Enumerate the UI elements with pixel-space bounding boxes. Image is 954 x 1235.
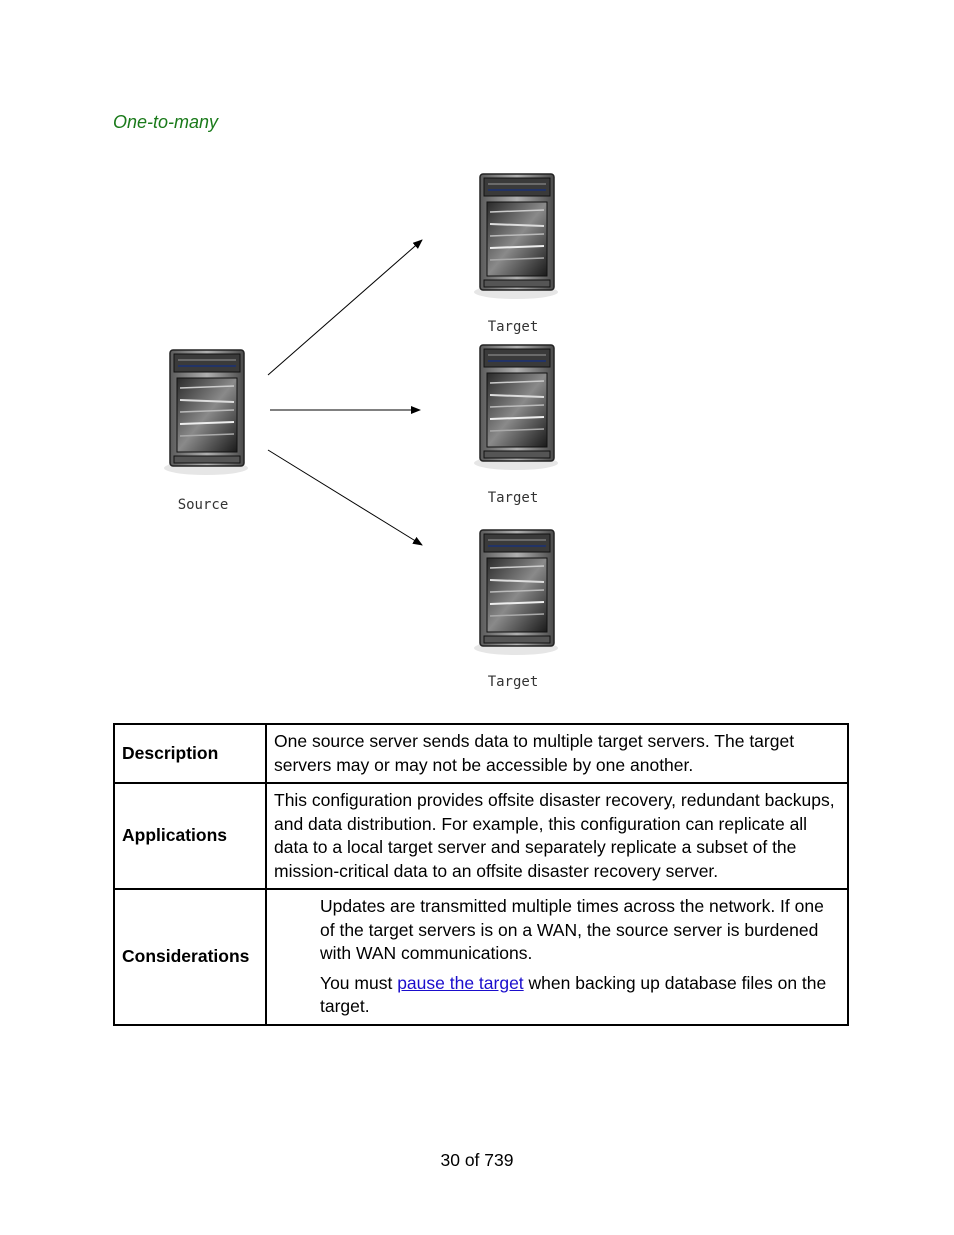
pause-target-link[interactable]: pause the target	[397, 972, 524, 993]
configuration-table: Description One source server sends data…	[113, 723, 849, 1026]
consideration-text: You must	[320, 972, 398, 993]
page-number: 30 of 739	[440, 1150, 514, 1170]
consideration-item: You must pause the target when backing u…	[320, 972, 840, 1019]
table-row: Description One source server sends data…	[113, 723, 849, 784]
target-label: Target	[488, 319, 539, 335]
replication-arrow	[267, 449, 423, 546]
source-label: Source	[178, 497, 229, 513]
row-key-description: Description	[113, 723, 267, 784]
row-key-applications: Applications	[113, 782, 267, 890]
target-server-icon	[473, 529, 559, 656]
table-row: Applications This configuration provides…	[113, 782, 849, 890]
target-server-icon	[473, 344, 559, 471]
target-label: Target	[488, 674, 539, 690]
row-value-considerations: Updates are transmitted multiple times a…	[265, 888, 849, 1026]
row-key-considerations: Considerations	[113, 888, 267, 1026]
table-row: Considerations Updates are transmitted m…	[113, 888, 849, 1026]
source-server-icon	[163, 349, 249, 476]
considerations-list: Updates are transmitted multiple times a…	[274, 895, 840, 1019]
one-to-many-diagram: Source Target Target Target	[163, 173, 559, 690]
row-value-description: One source server sends data to multiple…	[265, 723, 849, 784]
consideration-text: when backing up database files on the ta…	[320, 972, 827, 1017]
replication-arrow	[267, 239, 423, 376]
section-heading: One-to-many	[113, 112, 219, 132]
target-label: Target	[488, 490, 539, 506]
consideration-item: Updates are transmitted multiple times a…	[320, 896, 824, 963]
row-value-applications: This configuration provides offsite disa…	[265, 782, 849, 890]
target-server-icon	[473, 173, 559, 300]
